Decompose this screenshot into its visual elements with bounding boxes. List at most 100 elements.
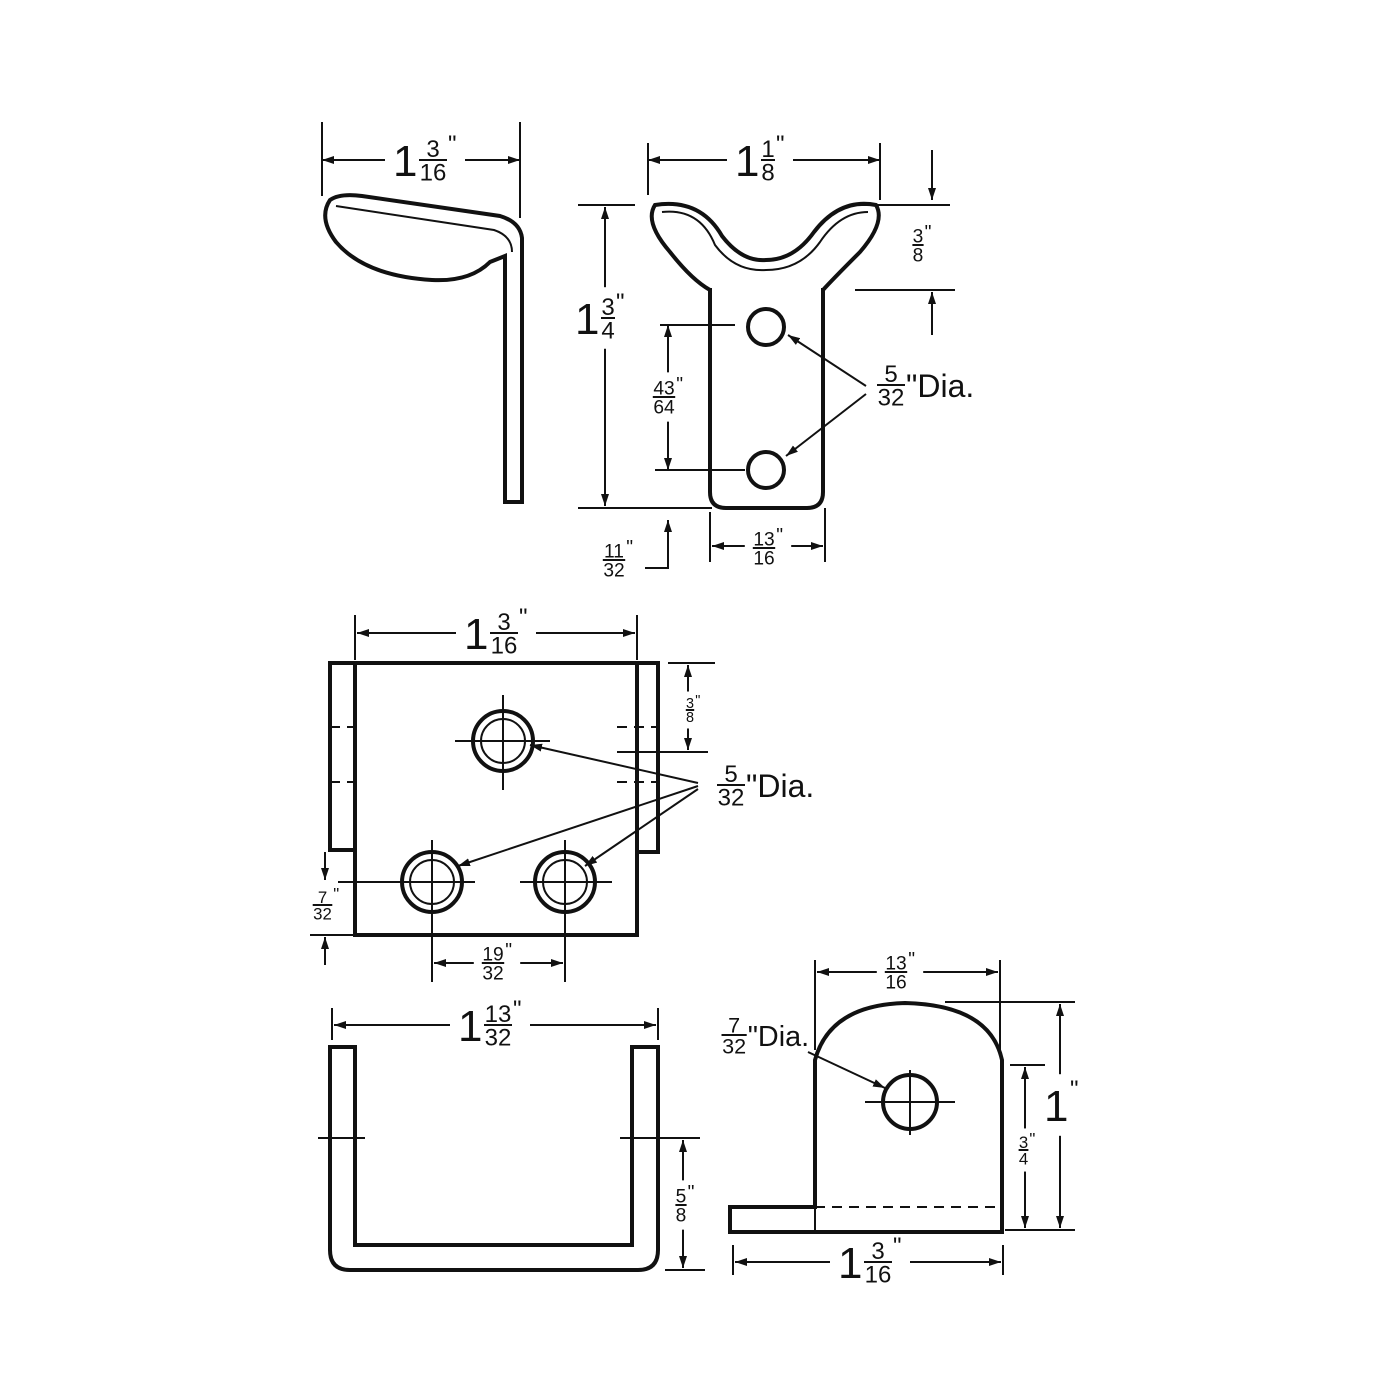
dim-u-hole-height: 58" — [675, 1140, 694, 1268]
dim-numerator: 5 — [724, 761, 737, 788]
dim-numerator: 43 — [653, 379, 674, 400]
hole-top — [746, 307, 786, 347]
dim-suffix: "Dia. — [906, 368, 974, 404]
dim-denominator: 64 — [653, 397, 675, 418]
dim-denominator: 16 — [753, 548, 774, 569]
plate-hole-right — [520, 840, 612, 982]
dim-numerator: 3 — [426, 136, 439, 163]
wings-outline — [649, 201, 881, 292]
dim-denominator: 16 — [420, 159, 447, 186]
dim-whole: 1 — [838, 1239, 862, 1288]
dim-whole: 1 — [575, 295, 599, 344]
dim-denominator: 8 — [686, 710, 694, 726]
dim-suffix: " — [908, 950, 915, 971]
dim-numerator: 13 — [753, 530, 774, 551]
plate-hole-top — [455, 695, 550, 790]
dim-front-hole-dia: 532"Dia. — [877, 361, 974, 411]
dim-numerator: 7 — [728, 1012, 740, 1037]
dim-denominator: 32 — [313, 904, 332, 923]
dim-denominator: 4 — [1019, 1149, 1028, 1168]
dim-denominator: 16 — [885, 972, 906, 993]
dim-whole: 1 — [458, 1002, 482, 1051]
dim-plate-hole-dia: 532"Dia. — [717, 761, 814, 811]
lever-side-edge — [335, 205, 513, 253]
dim-numerator: 5 — [676, 1187, 687, 1208]
dim-suffix: " — [333, 884, 339, 903]
dim-suffix: "Dia. — [746, 768, 814, 804]
plate-view — [310, 615, 715, 982]
dim-suffix: " — [505, 941, 512, 962]
dim-suffix: " — [626, 538, 633, 559]
dim-numerator: 3 — [497, 609, 510, 636]
dim-numerator: 11 — [604, 542, 624, 563]
dim-suffix: " — [519, 604, 528, 631]
dim-whole: 1 — [1044, 1082, 1068, 1131]
dim-whole: 1 — [393, 137, 417, 186]
plate-body — [353, 661, 639, 937]
dim-whole: 1 — [464, 610, 488, 659]
dim-denominator: 32 — [878, 384, 905, 411]
dim-numerator: 19 — [482, 945, 503, 966]
dim-suffix: " — [1070, 1076, 1079, 1103]
dim-numerator: 5 — [884, 361, 897, 388]
dim-denominator: 16 — [865, 1261, 892, 1288]
dim-numerator: 13 — [485, 1001, 512, 1028]
dim-numerator: 3 — [1019, 1133, 1028, 1152]
dim-whole: 1 — [735, 137, 759, 186]
dim-numerator: 1 — [761, 136, 774, 163]
dim-suffix: " — [776, 526, 783, 547]
lever-side-outline — [323, 193, 524, 504]
dim-numerator: 3 — [913, 227, 924, 248]
dim-suffix: " — [513, 996, 522, 1023]
dim-suffix: " — [688, 1183, 695, 1204]
dim-suffix: " — [776, 131, 785, 158]
dim-denominator: 32 — [482, 963, 503, 984]
dim-suffix: " — [448, 131, 457, 158]
dim-plate-top-offset: 38" — [684, 665, 700, 750]
dim-wing-height: 38" — [912, 223, 932, 266]
tab-view — [728, 960, 1075, 1275]
dim-numerator: 3 — [686, 696, 694, 712]
side-view — [321, 122, 524, 504]
dim-denominator: 16 — [491, 632, 518, 659]
dim-denominator: 32 — [722, 1033, 746, 1058]
dim-suffix: " — [695, 693, 700, 709]
dim-suffix: "Dia. — [748, 1021, 809, 1053]
dim-suffix: " — [616, 289, 625, 316]
front-view — [578, 143, 955, 569]
dim-tab-height: 1" — [1044, 1004, 1079, 1228]
tab-outline — [728, 1000, 1004, 1234]
dim-suffix: " — [676, 375, 683, 396]
dim-suffix: " — [1029, 1129, 1035, 1148]
dim-suffix: " — [893, 1233, 902, 1260]
dim-numerator: 3 — [871, 1238, 884, 1265]
dim-suffix: " — [925, 223, 932, 244]
dim-denominator: 32 — [485, 1024, 512, 1051]
dim-denominator: 32 — [718, 784, 745, 811]
dim-numerator: 3 — [601, 294, 614, 321]
dim-numerator: 13 — [885, 954, 906, 975]
dim-tab-hole-dia: 732"Dia. — [721, 1012, 809, 1058]
dim-denominator: 8 — [761, 159, 774, 186]
hole-bottom — [746, 450, 786, 490]
dim-denominator: 32 — [603, 560, 624, 581]
left-flange — [328, 661, 357, 852]
u-view — [318, 1008, 705, 1272]
dim-numerator: 7 — [318, 888, 327, 907]
dim-denominator: 4 — [601, 317, 614, 344]
tab-hole — [865, 1070, 955, 1135]
dim-tab-hole-height: 34" — [1018, 1067, 1035, 1228]
